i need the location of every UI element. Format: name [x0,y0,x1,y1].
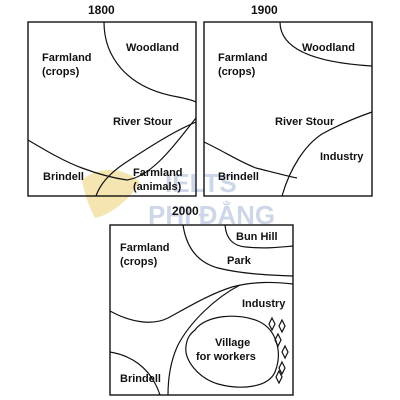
map-2000-industry-label: Industry [242,298,286,310]
map-2000-village-area [185,315,279,388]
map-1800-frame [27,21,197,197]
map-1900-industry-boundary [281,111,373,197]
map-2000-village-label: Village [215,337,250,349]
map-1800-animal-farmland-boundary [95,121,197,197]
map-2000: 2000 Farmland (crops) Bun Hill Park Indu… [109,204,294,396]
map-1900-farmland-crops-label-2: (crops) [218,66,256,78]
map-1800-river-label: River Stour [113,116,173,128]
map-2000-house-markers [268,316,289,385]
map-2000-park-boundary [182,224,294,277]
map-2000-farmland-crops-label: Farmland [120,242,170,254]
map-1900: 1900 Farmland (crops) Woodland River Sto… [203,3,373,197]
map-1900-river [203,141,298,179]
map-1900-year: 1900 [251,3,278,17]
map-2000-town-label: Brindell [120,373,161,385]
house-icon [275,369,283,385]
map-1800-woodland-label: Woodland [126,42,179,54]
map-2000-bun-hill-label: Bun Hill [236,231,278,243]
map-2000-road [167,284,241,396]
map-1800-farmland-animals-label-2: (animals) [133,181,182,193]
map-2000-farmland-crops-label-2: (crops) [120,256,158,268]
map-1800-farmland-crops-label-2: (crops) [42,66,80,78]
house-icon [268,316,276,332]
map-1800-woodland-boundary [103,21,197,103]
map-1800-farmland-crops-label: Farmland [42,52,92,64]
house-icon [281,344,289,360]
map-1900-woodland-boundary [279,21,373,67]
watermark-logo-icon [82,170,140,218]
map-2000-brindell-boundary [109,351,161,396]
map-2000-village-label-2: for workers [196,351,256,363]
map-2000-year: 2000 [172,204,199,218]
watermark-line1: IELTS [165,168,237,198]
map-1900-town-label: Brindell [218,171,259,183]
map-1800-farmland-animals-label: Farmland [133,167,183,179]
map-1900-industry-label: Industry [320,151,364,163]
house-icon [278,360,286,376]
house-icon [278,318,286,334]
map-1800-year: 1800 [88,3,115,17]
map-2000-frame [109,224,294,396]
house-icon [274,332,282,348]
map-2000-park-label: Park [227,255,252,267]
map-1900-frame [203,21,373,197]
map-1900-woodland-label: Woodland [302,42,355,54]
map-1800-town-label: Brindell [43,171,84,183]
map-2000-bun-hill-boundary [224,224,294,249]
map-1800: 1800 Farmland (crops) Woodland River Sto… [27,3,197,197]
map-1900-river-label: River Stour [275,116,335,128]
map-1800-river [27,117,197,181]
map-2000-industry-boundary [109,281,294,323]
map-1900-farmland-crops-label: Farmland [218,52,268,64]
